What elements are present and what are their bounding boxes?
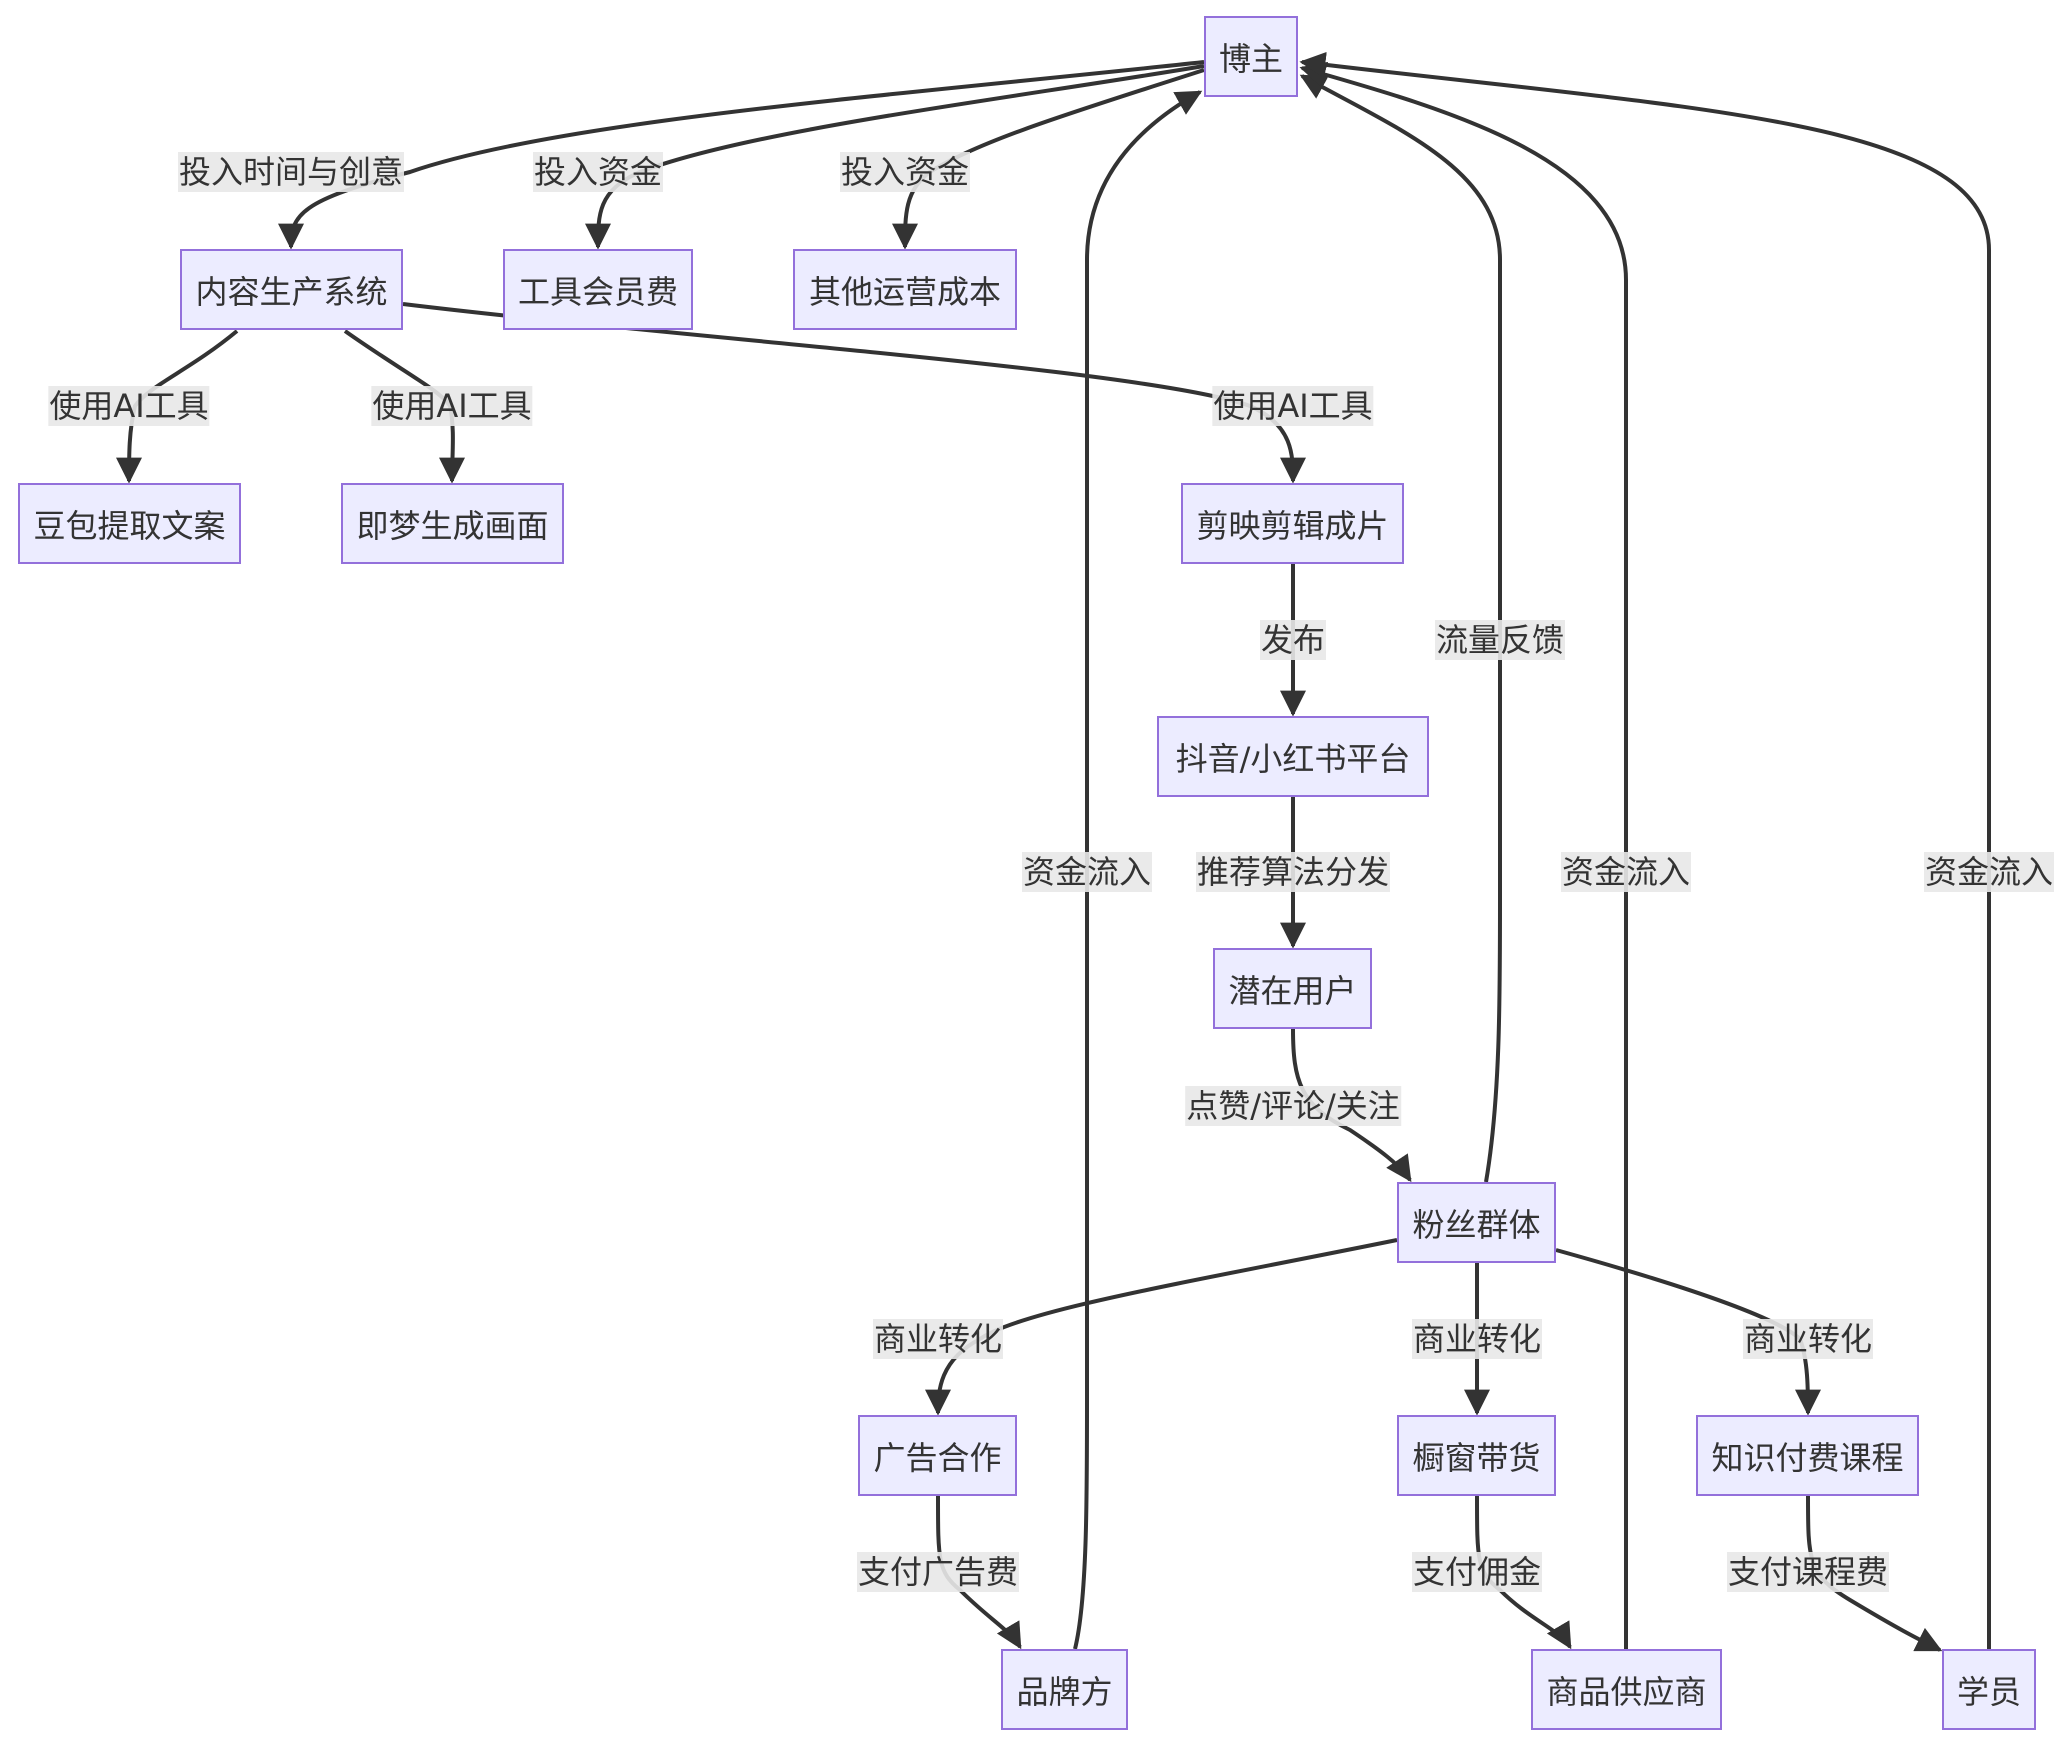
edge-label-ad-fee: 支付广告费 [856,1552,1020,1592]
edge-label-traffic-feedback: 流量反馈 [1434,620,1566,660]
edge-label-commission: 支付佣金 [1411,1552,1543,1592]
edge-student-to-blogger [1299,51,1991,1649]
node-jianying[interactable]: 剪映剪辑成片 [1181,483,1404,564]
edge-label-conversion-course: 商业转化 [1742,1319,1874,1359]
edge-label-publish: 发布 [1259,620,1327,660]
edge-blogger-to-content_system [278,60,1205,250]
edge-label-ai-jianying: 使用AI工具 [1212,386,1374,426]
node-blogger[interactable]: 博主 [1204,16,1298,97]
node-tool-membership[interactable]: 工具会员费 [503,249,693,330]
edge-label-ai-jimeng: 使用AI工具 [371,386,533,426]
edge-potential_users-to-fans [1291,1028,1412,1183]
edge-label-inflow-student: 资金流入 [1923,852,2055,892]
edge-content_system-to-jianying [402,302,1306,484]
edge-label-inflow-supplier: 资金流入 [1560,852,1692,892]
edge-fans-to-blogger [1299,74,1502,1183]
node-paid-course[interactable]: 知识付费课程 [1696,1415,1919,1496]
edge-label-algorithm: 推荐算法分发 [1195,852,1391,892]
edge-label-conversion-ads: 商业转化 [872,1319,1004,1359]
node-content-system[interactable]: 内容生产系统 [180,249,403,330]
edge-supplier-to-blogger [1299,61,1628,1649]
edge-label-time-creativity: 投入时间与创意 [177,152,405,192]
node-jimeng[interactable]: 即梦生成画面 [341,483,564,564]
edge-label-ai-doubao: 使用AI工具 [48,386,210,426]
edge-label-course-fee: 支付课程费 [1726,1552,1890,1592]
node-platform[interactable]: 抖音/小红书平台 [1157,716,1429,797]
edge-paid_course-to-student [1806,1495,1943,1652]
edge-brand-to-blogger [1073,90,1203,1650]
node-supplier[interactable]: 商品供应商 [1531,1649,1722,1730]
edge-fans-to-ads [925,1238,1398,1416]
node-doubao[interactable]: 豆包提取文案 [18,483,241,564]
edge-label-inflow-brand: 资金流入 [1021,852,1153,892]
edge-label-invest-funds-tools: 投入资金 [532,152,664,192]
edge-label-engagement: 点赞/评论/关注 [1185,1086,1401,1126]
node-ads[interactable]: 广告合作 [858,1415,1017,1496]
node-showcase[interactable]: 橱窗带货 [1397,1415,1556,1496]
edge-blogger-to-tool_membership [585,64,1205,250]
node-brand[interactable]: 品牌方 [1001,1649,1128,1730]
node-other-costs[interactable]: 其他运营成本 [793,249,1017,330]
node-potential-users[interactable]: 潜在用户 [1213,948,1372,1029]
node-fans[interactable]: 粉丝群体 [1397,1182,1556,1263]
edge-label-conversion-showcase: 商业转化 [1411,1319,1543,1359]
edge-label-invest-funds-other: 投入资金 [839,152,971,192]
node-student[interactable]: 学员 [1942,1649,2036,1730]
